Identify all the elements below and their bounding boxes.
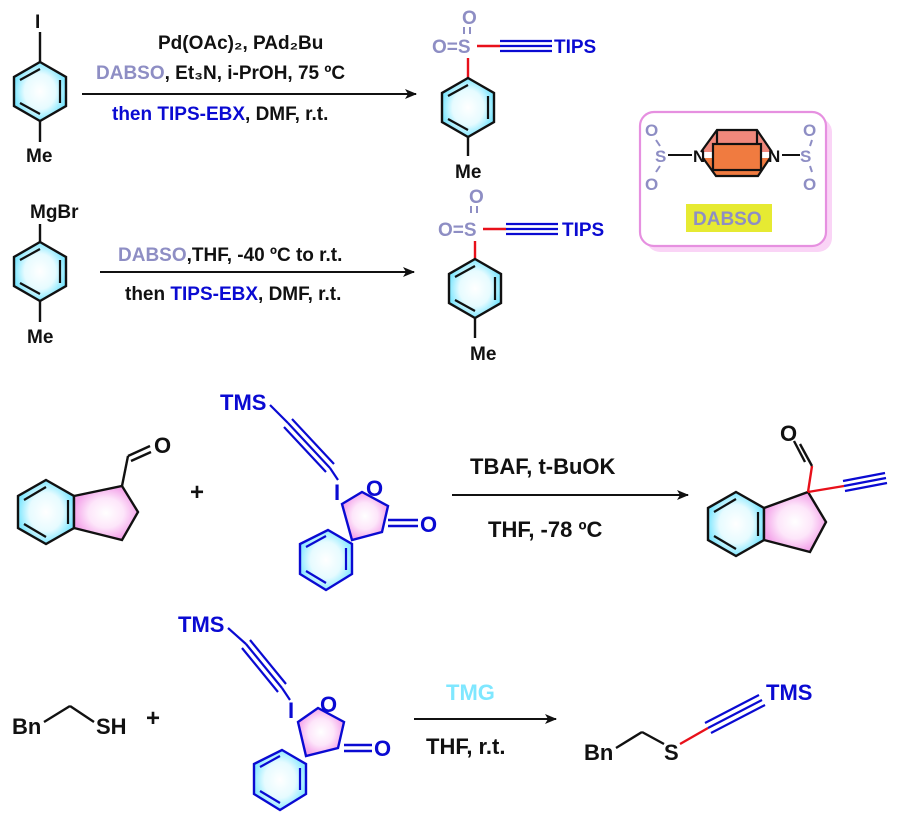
methyl-label: Me — [26, 146, 52, 167]
dabso-o-right-bottom: O — [803, 175, 816, 194]
reaction-4: Bn SH + TMS I O O TMG THF, r.t. — [12, 612, 812, 812]
sm3-indane-carbaldehyde: O — [16, 433, 171, 546]
conditions-top: TBAF, t-BuOK — [470, 454, 616, 479]
sm4-benzyl-thiol: Bn SH — [12, 704, 127, 739]
benzene-ring — [440, 76, 496, 139]
benzene-ring — [12, 240, 68, 303]
product3-alkynylated-indane: O — [706, 421, 888, 558]
methyl-label: Me — [455, 162, 481, 183]
tips-label: TIPS — [562, 220, 604, 241]
conditions-line3: then TIPS-EBX, DMF, r.t. — [112, 104, 328, 125]
conditions-bottom: THF, -78 ºC — [488, 517, 602, 542]
reaction-2: MgBr Me DABSO,THF, -40 ºC to r.t. then T… — [12, 187, 604, 365]
conditions-line1: DABSO,THF, -40 ºC to r.t. — [118, 245, 342, 266]
benzene-ring — [447, 257, 503, 320]
sulfonyl-o-top: O — [469, 187, 484, 208]
benzene-ring — [252, 748, 308, 812]
dabso-n-left: N — [693, 147, 705, 166]
sm2-grignard: MgBr Me — [12, 202, 79, 348]
conditions-bottom: THF, r.t. — [426, 734, 505, 759]
benzene-ring — [298, 528, 354, 592]
bn-label: Bn — [584, 740, 613, 765]
plus-sign: + — [146, 705, 160, 732]
tms-label: TMS — [220, 390, 266, 415]
carbonyl-o-label: O — [374, 736, 391, 761]
conditions-top: TMG — [446, 680, 495, 705]
benziodoxolone-ring — [340, 490, 390, 542]
carbonyl-o-label: O — [420, 512, 437, 537]
tms-label: TMS — [178, 612, 224, 637]
benziodoxolone-ring — [296, 706, 346, 758]
ring-o-label: O — [320, 692, 337, 717]
dabso-s-right: S — [800, 147, 811, 166]
iodine-label: I — [334, 480, 340, 505]
tips-label: TIPS — [554, 37, 596, 58]
product1-alkynyl-sulfone: O O=S TIPS Me — [432, 8, 596, 183]
aldehyde-o-label: O — [154, 433, 171, 458]
reaction-1: I Me Pd(OAc)₂, PAd₂Bu DABSO, Et₃N, i-PrO… — [12, 8, 596, 183]
dabso-structure-box: N N S O O S O O DABSO — [638, 110, 832, 252]
dabso-label: DABSO — [693, 209, 762, 230]
methyl-label: Me — [27, 327, 53, 348]
mgbr-label: MgBr — [30, 202, 79, 223]
conditions-line1: Pd(OAc)₂, PAd₂Bu — [158, 33, 323, 54]
iodo-label: I — [35, 12, 40, 33]
dabso-n-right: N — [768, 147, 780, 166]
sh-label: SH — [96, 714, 127, 739]
conditions-line2: DABSO, Et₃N, i-PrOH, 75 ºC — [96, 63, 345, 84]
sm1-iodotoluene: I Me — [12, 12, 68, 167]
tms-ebx-reagent: TMS I O O — [178, 612, 391, 812]
s-label: S — [664, 740, 679, 765]
cyclopentane-ring — [72, 484, 140, 542]
methyl-label: Me — [470, 344, 496, 365]
reaction-3: O + TMS I O O TBAF, t-BuOK THF, -78 ºC — [16, 390, 888, 592]
sulfonyl-os: O=S — [432, 37, 471, 58]
dabso-o-left-top: O — [645, 121, 658, 140]
iodine-label: I — [288, 698, 294, 723]
aldehyde-o-label: O — [780, 421, 797, 446]
product2-alkynyl-sulfone: O O=S TIPS Me — [438, 187, 604, 365]
conditions-line2: then TIPS-EBX, DMF, r.t. — [125, 284, 341, 305]
sulfonyl-o-top: O — [462, 8, 477, 29]
benzene-ring — [706, 490, 766, 558]
dabso-o-left-bottom: O — [645, 175, 658, 194]
product4-alkynyl-thioether: Bn S TMS — [584, 680, 812, 765]
cyclopentane-ring — [762, 490, 828, 554]
tms-ebx-reagent: TMS I O O — [220, 390, 437, 592]
benzene-ring — [12, 60, 68, 123]
bn-label: Bn — [12, 714, 41, 739]
dabso-o-right-top: O — [803, 121, 816, 140]
ring-o-label: O — [366, 476, 383, 501]
benzene-ring — [16, 478, 76, 546]
plus-sign: + — [190, 479, 204, 506]
dabso-s-left: S — [655, 147, 666, 166]
tms-label: TMS — [766, 680, 812, 705]
sulfonyl-os: O=S — [438, 220, 477, 241]
